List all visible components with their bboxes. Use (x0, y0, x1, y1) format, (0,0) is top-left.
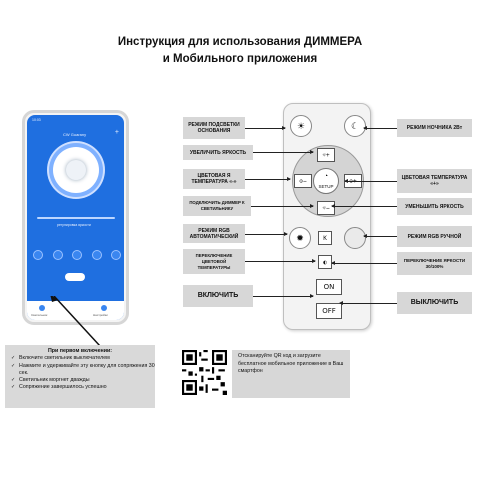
label-turn-on: ВКЛЮЧИТЬ (183, 285, 253, 307)
qr-instruction: Отсканируйте QR код и загрузите бесплатн… (232, 350, 350, 398)
label-night-lamp: РЕЖИМ НОЧНИКА 2Вт (397, 119, 472, 137)
arrow (363, 126, 397, 130)
brightness-slider[interactable] (37, 217, 115, 219)
note-item: Сопряжение завершилось успешно (11, 384, 155, 392)
mode-icon-1[interactable] (33, 250, 43, 260)
brightness-dial[interactable] (53, 147, 99, 193)
mode-icon-2[interactable] (52, 250, 63, 260)
note-item: Включите светильник выключателем (11, 355, 155, 363)
bottom-nav: Светильник Настройки (27, 301, 124, 320)
arrow (245, 177, 291, 181)
qr-code[interactable] (182, 350, 227, 395)
status-time: 10:03 (32, 118, 41, 122)
rgb-auto-button[interactable]: ✹ (289, 227, 311, 249)
arrow (331, 204, 397, 208)
setup-button[interactable]: ◔ SETUP (313, 168, 339, 194)
add-icon[interactable]: + (114, 129, 119, 136)
mode-icon-4[interactable] (91, 250, 102, 260)
label-rgb-auto: РЕЖИМ RGB АВТОМАТИЧЕСКИЙ (183, 224, 245, 243)
first-use-note: При первом включении: Включите светильни… (5, 345, 155, 408)
setup-label: SETUP (318, 184, 334, 189)
half-moon-icon[interactable]: ◐ (318, 255, 332, 269)
note-heading: При первом включении: (47, 348, 113, 354)
label-color-temp-left: ЦВЕТОВАЯ Я ТЕМПЕРАТУРА «-» (183, 169, 245, 189)
mode-icon-5[interactable] (111, 250, 121, 260)
title-line-2: и Мобильного приложения (162, 53, 318, 65)
power-toggle[interactable] (65, 273, 85, 281)
nav-settings-icon[interactable] (101, 305, 107, 311)
dimmer-button[interactable]: ☼− (317, 201, 335, 215)
rgb-manual-button[interactable] (344, 227, 366, 249)
note-list: Включите светильник выключателем Нажмите… (5, 355, 155, 392)
nav-lamp-label: Светильник (31, 313, 48, 317)
label-dimmer: УМЕНЬШИТЬ ЯРКОСТЬ (397, 198, 472, 215)
note-item: Светильник моргнет дважды (11, 377, 155, 385)
label-color-temp-right: ЦВЕТОВАЯ ТЕМПЕРАТУРА «+» (397, 169, 472, 193)
arrow (245, 259, 316, 263)
arrow (245, 126, 286, 130)
phone-mockup: 10:03 CW Guarany + регулировка яркости С… (22, 110, 129, 325)
nav-settings-label: Настройки (93, 313, 108, 317)
label-brighter: УВЕЛИЧИТЬ ЯРКОСТЬ (183, 145, 253, 160)
nav-lamp-icon[interactable] (39, 305, 45, 311)
k-button[interactable]: K (318, 231, 332, 245)
arrow (344, 179, 397, 183)
label-night-mode: РЕЖИМ ПОДСВЕТКИ ОСНОВАНИЯ (183, 117, 245, 139)
arrow (363, 234, 397, 238)
arrow (253, 150, 314, 154)
label-switch-temp: ПЕРЕКЛЮЧЕНИЕ ЦВЕТОВОЙ ТЕМПЕРАТУРЫ (183, 249, 245, 274)
label-connect: ПОДКЛЮЧИТЬ ДИММЕР К СВЕТИЛЬНИКУ (183, 196, 251, 216)
label-switch-bright: ПЕРЕКЛЮЧЕНИЕ ЯРКОСТИ 30/100% (397, 252, 472, 275)
on-button[interactable]: ON (316, 279, 342, 295)
label-turn-off: ВЫКЛЮЧИТЬ (397, 292, 472, 314)
dial-knob[interactable] (66, 160, 86, 180)
remote-control: ☀ ☾ ☼+ ⊙− ⊙+ ◔SETUP ☼− ✹ K ◐ ON OFF (283, 103, 371, 330)
arrow (245, 232, 288, 236)
wifi-icon: ◔ (323, 173, 329, 180)
moon-icon[interactable]: ☾ (344, 115, 366, 137)
brighter-button[interactable]: ☼+ (317, 148, 335, 162)
arrow (253, 294, 314, 298)
pointer-arrow (50, 296, 101, 347)
arrow (339, 301, 397, 305)
app-title: CW Guarany (63, 132, 87, 137)
title-line-1: Инструкция для использования ДИММЕРА (117, 36, 363, 48)
slider-label: регулировка яркости (57, 223, 91, 227)
arrow (251, 204, 314, 208)
app-screen: 10:03 CW Guarany + регулировка яркости С… (27, 115, 124, 320)
note-item: Нажмите и удерживайте эту кнопку для соп… (11, 363, 155, 378)
page-title: Инструкция для использования ДИММЕРА и М… (0, 34, 480, 68)
temp-minus-button[interactable]: ⊙− (294, 174, 312, 188)
sun-icon[interactable]: ☀ (290, 115, 312, 137)
mode-icon-3[interactable] (72, 250, 82, 260)
label-rgb-manual: РЕЖИМ RGB РУЧНОЙ (397, 226, 472, 247)
mode-icon-row (33, 247, 121, 263)
off-button[interactable]: OFF (316, 303, 342, 319)
arrow (331, 261, 397, 265)
